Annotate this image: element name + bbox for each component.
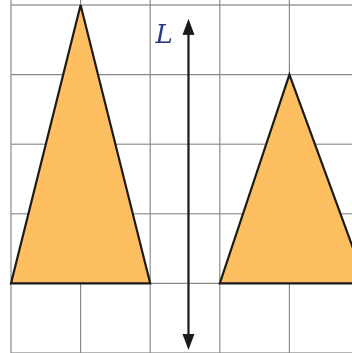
line-label: L [154, 20, 172, 50]
original-triangle [9, 4, 152, 285]
arrow-down-icon [182, 334, 195, 350]
reflection-line-L: L [154, 18, 195, 350]
triangles [9, 4, 352, 285]
reflected-triangle [218, 71, 352, 285]
arrow-up-icon [182, 18, 195, 35]
